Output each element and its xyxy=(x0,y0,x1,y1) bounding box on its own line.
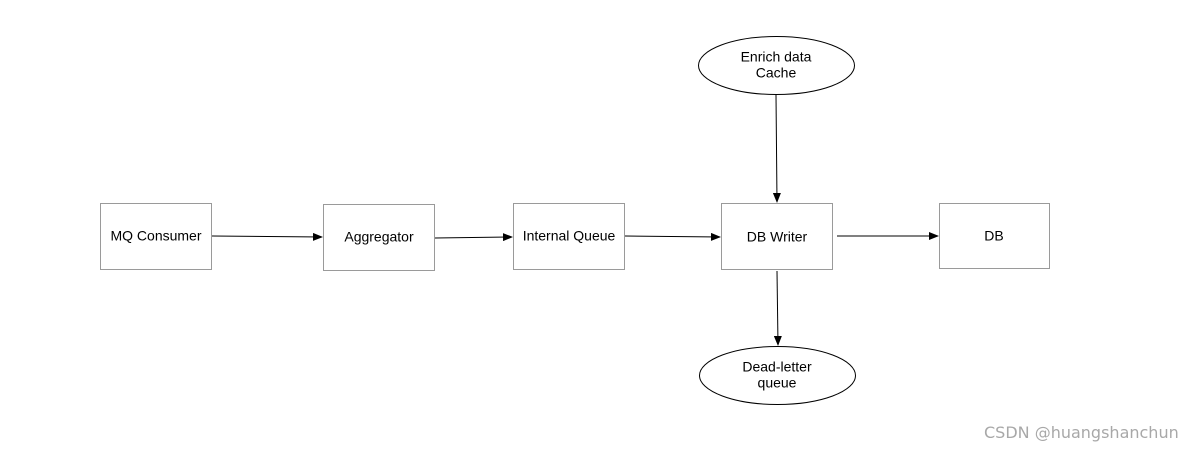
node-mq-consumer: MQ Consumer xyxy=(100,203,212,270)
node-db: DB xyxy=(939,203,1050,269)
node-aggregator-label: Aggregator xyxy=(344,229,414,245)
node-enrich-cache: Enrich data Cache xyxy=(698,36,855,95)
edge-aggregator-to-internal-queue xyxy=(434,233,513,242)
node-dead-letter-queue: Dead-letter queue xyxy=(699,346,856,405)
watermark-text: CSDN @huangshanchun xyxy=(984,423,1179,442)
node-db-label: DB xyxy=(984,228,1003,244)
node-mq-consumer-label: MQ Consumer xyxy=(110,228,201,244)
edge-enrich-cache-to-db-writer xyxy=(772,94,781,203)
edge-db-writer-to-dead-letter xyxy=(773,270,782,346)
edge-mq-consumer-to-aggregator xyxy=(211,232,323,241)
node-db-writer-label: DB Writer xyxy=(747,229,808,245)
edges xyxy=(211,94,939,346)
node-dead-letter-label-line2: queue xyxy=(758,375,797,391)
node-enrich-cache-label-line2: Cache xyxy=(756,65,797,81)
node-internal-queue: Internal Queue xyxy=(513,203,625,270)
edge-internal-queue-to-db-writer xyxy=(624,232,721,241)
node-dead-letter-label-line1: Dead-letter xyxy=(742,359,812,375)
node-enrich-cache-label-line1: Enrich data xyxy=(741,49,812,65)
node-internal-queue-label: Internal Queue xyxy=(523,228,616,244)
node-db-writer: DB Writer xyxy=(721,203,833,270)
node-aggregator: Aggregator xyxy=(323,204,435,271)
